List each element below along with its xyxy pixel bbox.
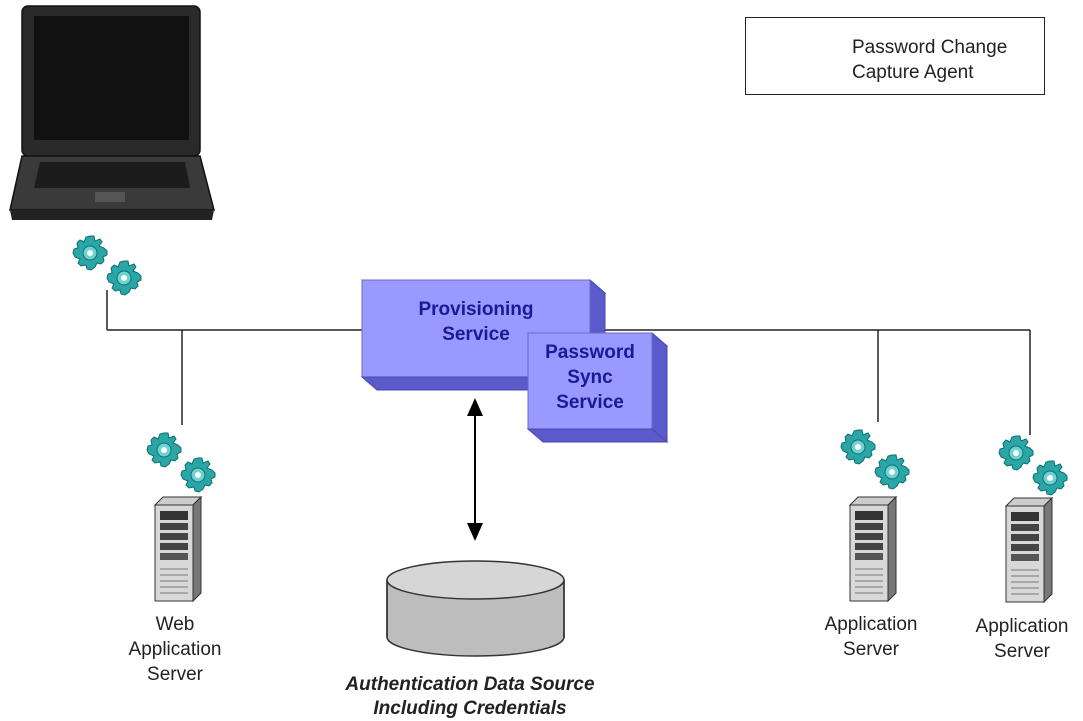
datasource-caption: Authentication Data Source Including Cre… — [345, 674, 595, 719]
gears-icon — [999, 436, 1067, 495]
server-tower-icon — [154, 496, 202, 602]
web-application-server-label: Web Application Server — [128, 614, 222, 685]
legend: Password Change Capture Agent — [745, 17, 1045, 95]
server-tower-icon — [849, 496, 897, 602]
application-server-label: Application Server — [975, 616, 1069, 662]
password-sync-service-block — [526, 331, 669, 444]
bidirectional-arrow — [467, 398, 483, 541]
provisioning-service-label: Provisioning Service — [418, 299, 534, 345]
application-server-label: Application Server — [824, 614, 918, 660]
laptop-icon — [9, 5, 215, 220]
network-lines — [106, 290, 1031, 435]
legend-label: Password Change Capture Agent — [852, 37, 1008, 83]
gears-icon — [147, 433, 215, 492]
gears-icon — [73, 236, 141, 295]
server-tower-icon — [1005, 497, 1053, 603]
gears-icon — [841, 430, 909, 489]
password-sync-service-label: Password Sync Service — [545, 342, 635, 413]
database-cylinder-icon — [386, 560, 565, 657]
